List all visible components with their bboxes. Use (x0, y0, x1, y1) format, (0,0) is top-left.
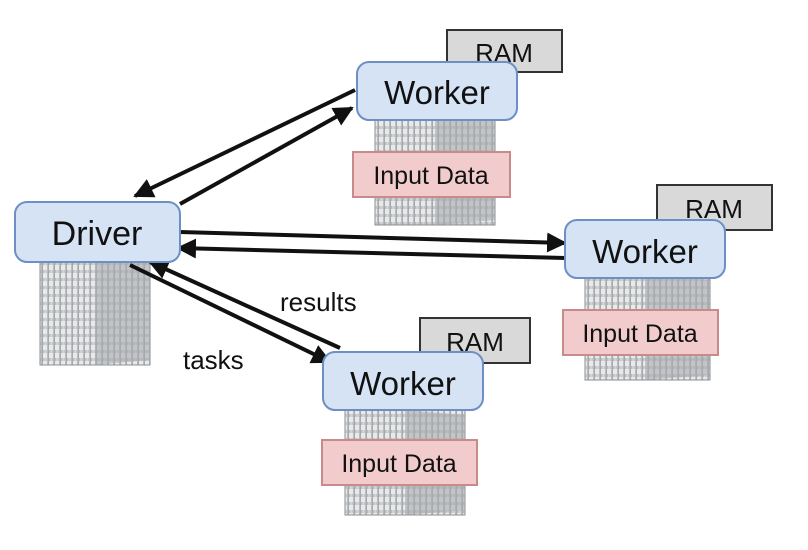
tasks-label: tasks (183, 345, 244, 375)
worker-1-node (356, 61, 518, 121)
worker-3-node (322, 351, 484, 411)
worker-1-label: Worker (384, 74, 490, 111)
arrows (129, 88, 567, 364)
worker-2-node (564, 219, 726, 279)
arrow-worker-3-to-driver-results (148, 260, 341, 350)
arrow-worker-1-to-driver (133, 88, 356, 198)
worker-3-input-data (321, 439, 478, 486)
results-label: results (280, 287, 357, 317)
worker-3: RAM Worker Input Data (321, 317, 531, 486)
worker-3-input-data-label: Input Data (341, 450, 456, 478)
arrow-driver-to-worker-3-tasks (129, 263, 332, 364)
worker-2-input-data-label: Input Data (582, 320, 697, 348)
worker-2: RAM Worker Input Data (562, 184, 773, 356)
driver-node: Driver (14, 201, 181, 263)
worker-2-label: Worker (592, 233, 698, 270)
arrow-driver-to-worker-2 (179, 230, 567, 253)
driver-server-icon (39, 249, 151, 366)
arrow-driver-to-worker-1 (179, 106, 354, 206)
worker-1-input-data (352, 151, 511, 198)
worker-1: RAM Worker Input Data (352, 29, 563, 198)
worker-1-input-data-label: Input Data (373, 162, 488, 190)
driver-label: Driver (52, 215, 143, 253)
worker-3-label: Worker (350, 365, 456, 402)
worker-2-input-data (562, 309, 719, 356)
arrow-worker-2-to-driver (176, 238, 566, 260)
